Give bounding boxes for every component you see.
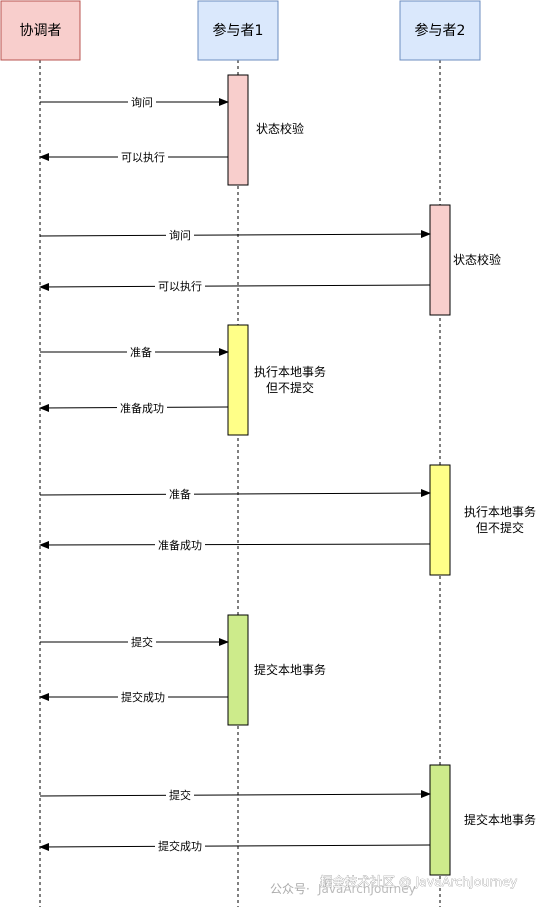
message-arrow-11[interactable] xyxy=(39,790,431,799)
message-label-bg-3 xyxy=(166,228,194,242)
message-arrow-12[interactable] xyxy=(39,842,431,851)
message-label-bg-5 xyxy=(127,345,155,359)
actor-coordinator-label: 协调者 xyxy=(20,23,62,39)
actor-participant-1-box xyxy=(197,0,279,61)
message-arrow-3[interactable] xyxy=(39,230,431,239)
activation-p2-commit[interactable] xyxy=(429,764,451,876)
activation-p1-prepare[interactable] xyxy=(227,324,249,436)
actor-participant-2-box xyxy=(399,0,481,61)
message-label-bg-2 xyxy=(118,150,168,164)
watermark-left: 公众号· xyxy=(270,882,310,896)
message-label-bg-10 xyxy=(118,690,168,704)
message-arrow-7[interactable] xyxy=(39,489,431,498)
activation-label-3-line2: 但不提交 xyxy=(266,380,314,395)
activation-label-4-line1: 执行本地事务 xyxy=(464,504,536,519)
message-label-1: 询问 xyxy=(131,96,153,109)
message-arrow-4[interactable] xyxy=(39,282,431,291)
message-label-bg-11 xyxy=(166,788,194,802)
actor-participant-2[interactable]: 参与者2 xyxy=(399,0,481,61)
message-label-6: 准备成功 xyxy=(120,401,164,415)
message-label-bg-1 xyxy=(128,95,156,109)
message-label-bg-9 xyxy=(128,635,156,649)
actor-participant-1-label: 参与者1 xyxy=(213,22,264,39)
message-label-10: 提交成功 xyxy=(121,690,165,704)
message-label-9: 提交 xyxy=(131,635,153,649)
message-label-bg-6 xyxy=(117,401,167,415)
message-label-bg-8 xyxy=(155,538,205,552)
message-label-bg-4 xyxy=(155,279,205,293)
message-label-12: 提交成功 xyxy=(158,839,202,853)
message-arrow-8[interactable] xyxy=(39,540,431,549)
activation-label-2: 状态校验 xyxy=(453,252,501,267)
message-label-11: 提交 xyxy=(169,788,191,802)
activation-label-3-line1: 执行本地事务 xyxy=(254,364,326,379)
message-label-5: 准备 xyxy=(130,345,152,359)
actor-coordinator[interactable]: 协调者 xyxy=(0,0,81,61)
watermark-left-overlay: JavaArchJourney xyxy=(317,882,416,896)
activation-label-5: 提交本地事务 xyxy=(254,662,326,677)
message-label-7: 准备 xyxy=(169,487,191,501)
activation-label-4-line2: 但不提交 xyxy=(476,520,524,535)
activation-p1-commit[interactable] xyxy=(227,614,249,726)
actor-coordinator-box xyxy=(0,0,81,61)
activation-p1-state-check[interactable] xyxy=(227,74,249,186)
watermark-right: 掘金技术社区 @ JavaArchJourney xyxy=(320,874,518,889)
actor-participant-1[interactable]: 参与者1 xyxy=(197,0,279,61)
message-label-bg-7 xyxy=(166,487,194,501)
activation-label-6: 提交本地事务 xyxy=(464,812,536,827)
actor-participant-2-label: 参与者2 xyxy=(415,22,466,39)
activation-p2-state-check[interactable] xyxy=(429,204,451,316)
message-label-2: 可以执行 xyxy=(121,150,165,164)
message-label-bg-12 xyxy=(155,839,205,853)
message-label-4: 可以执行 xyxy=(158,279,202,293)
message-label-3: 询问 xyxy=(169,229,191,242)
activation-p2-prepare[interactable] xyxy=(429,464,451,576)
activation-label-1: 状态校验 xyxy=(256,121,304,136)
message-label-8: 准备成功 xyxy=(158,538,202,552)
